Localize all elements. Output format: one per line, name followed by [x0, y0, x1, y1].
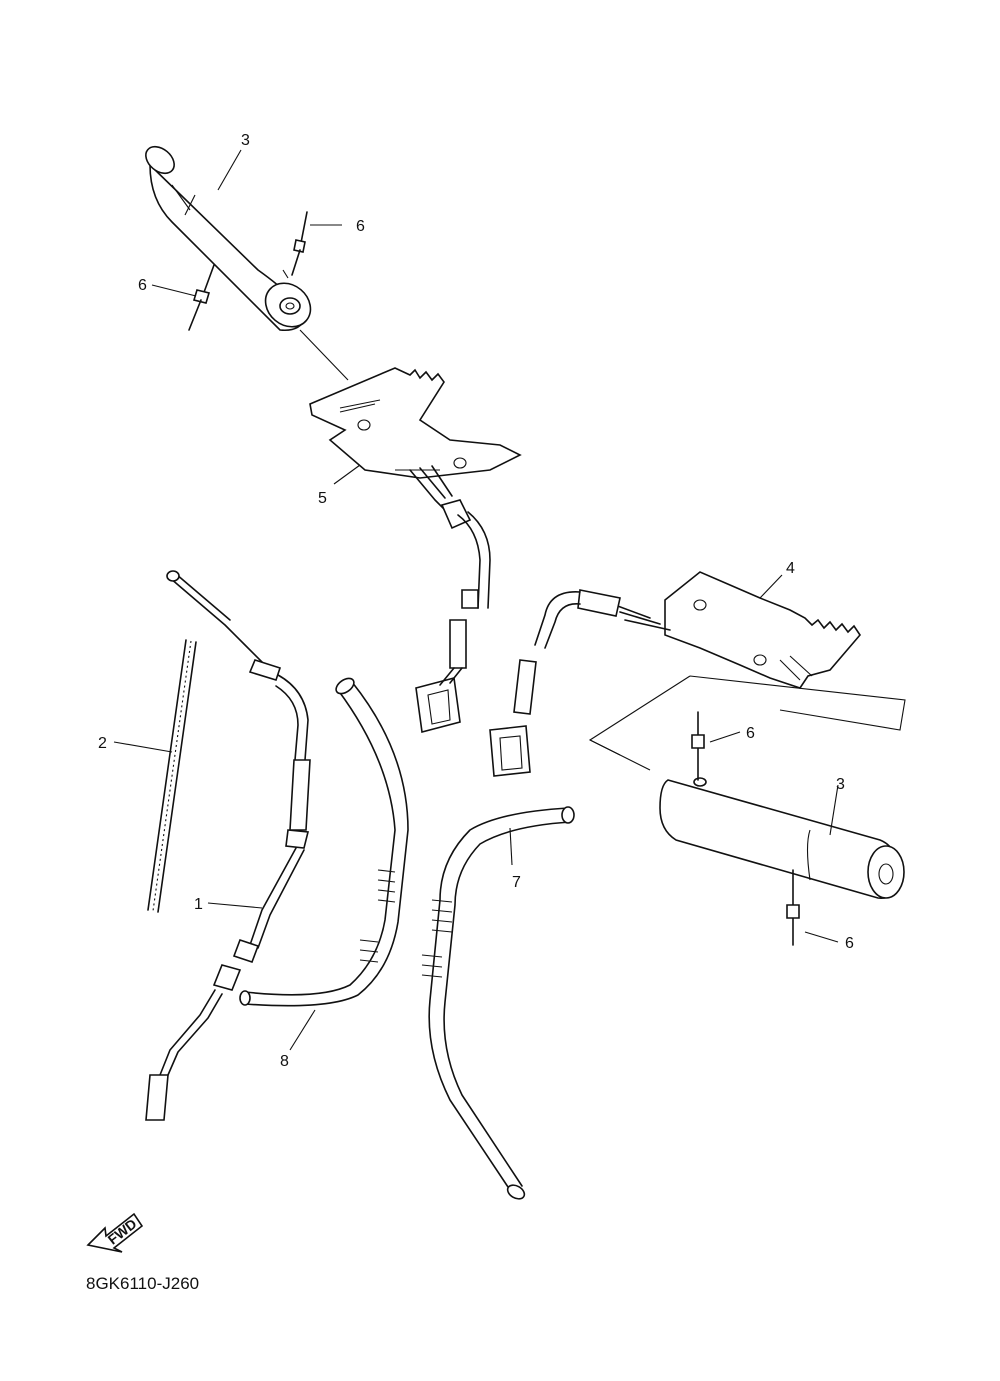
assembly-plane [588, 675, 906, 771]
grip-top[interactable] [141, 141, 320, 335]
drawing-code: 8GK6110-J260 [86, 1274, 199, 1293]
rivet-right-1[interactable] [691, 711, 705, 781]
callout-4: 4 [786, 560, 795, 577]
heater-element-right[interactable] [664, 571, 862, 689]
leader-lines [113, 149, 839, 1051]
spring[interactable] [147, 639, 197, 913]
callout-6-right-lower: 6 [845, 935, 854, 952]
callout-7: 7 [512, 874, 521, 891]
heater-element-top[interactable] [309, 367, 522, 479]
grip-right[interactable] [659, 777, 905, 899]
assembly-plane-lower [589, 739, 621, 756]
heater-top-harness[interactable] [409, 465, 491, 734]
hose-7[interactable] [421, 806, 575, 1202]
throttle-cable[interactable] [145, 570, 311, 1121]
heater-right-harness[interactable] [489, 589, 671, 777]
callout-2: 2 [98, 735, 107, 752]
callout-3-top: 3 [241, 132, 250, 149]
rivet-top-1[interactable] [291, 211, 308, 276]
callout-8: 8 [280, 1053, 289, 1070]
rivet-right-2[interactable] [786, 869, 800, 946]
rivet-top-2[interactable] [188, 264, 215, 331]
callout-5: 5 [318, 490, 327, 507]
hose-8[interactable] [239, 675, 409, 1007]
callout-1: 1 [194, 896, 203, 913]
callout-6-right-upper: 6 [746, 725, 755, 742]
callout-6-top-right: 6 [356, 218, 365, 235]
callout-6-top-left: 6 [138, 277, 147, 294]
fwd-arrow-icon: FWD [86, 1212, 144, 1253]
callout-3-right: 3 [836, 776, 845, 793]
